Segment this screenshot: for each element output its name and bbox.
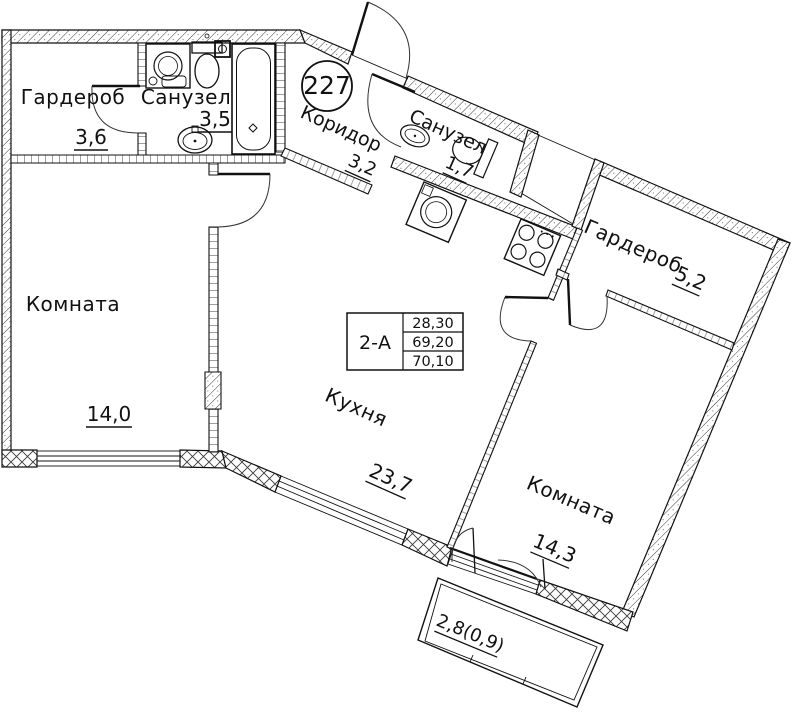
area-total: 69,20 bbox=[412, 335, 454, 351]
label-room-left: Комната 14,0 bbox=[26, 292, 132, 428]
wall-bottom-left-b bbox=[179, 449, 227, 469]
balcony-door-block bbox=[447, 546, 541, 595]
partition-wardrobe-bath-b bbox=[137, 132, 147, 156]
svg-text:Санузел: Санузел bbox=[141, 85, 231, 109]
wall-entry-left bbox=[298, 28, 353, 65]
door-balcony bbox=[451, 527, 546, 590]
balcony bbox=[417, 577, 604, 708]
bathroom-small-fixtures bbox=[400, 124, 499, 179]
wall-top bbox=[1, 29, 306, 44]
door-bath-small bbox=[367, 72, 416, 148]
doors bbox=[91, 1, 608, 590]
fixtures bbox=[145, 33, 562, 277]
svg-text:14,0: 14,0 bbox=[87, 402, 132, 426]
pilaster bbox=[204, 371, 222, 410]
partition-wardrobe-room-b bbox=[605, 289, 735, 351]
window-kitchen bbox=[274, 475, 409, 546]
svg-text:3,6: 3,6 bbox=[75, 125, 107, 149]
window-room-left bbox=[36, 450, 181, 467]
label-wardrobe-top: Гардероб 3,6 bbox=[21, 85, 126, 151]
washing-machine-2 bbox=[405, 181, 468, 244]
partitions bbox=[10, 42, 735, 551]
partition-corridor-bottom bbox=[280, 147, 373, 195]
sink bbox=[177, 125, 213, 154]
unit-type: 2-А bbox=[359, 332, 391, 354]
area-living: 28,30 bbox=[412, 316, 454, 332]
label-bathroom-big: Санузел 3,5 bbox=[141, 85, 232, 133]
wall-bottom-left-a bbox=[1, 449, 38, 468]
partition-room-kitchen-b bbox=[208, 226, 219, 453]
partition-room-kitchen-a bbox=[208, 162, 219, 176]
svg-text:3,5: 3,5 bbox=[199, 107, 231, 131]
sink-small bbox=[400, 124, 430, 148]
svg-text:Гардероб: Гардероб bbox=[21, 85, 126, 109]
partition-top-block-bottom bbox=[10, 154, 286, 164]
entrance-threshold bbox=[351, 54, 409, 80]
partition-corridor-left bbox=[275, 42, 286, 153]
boiler bbox=[214, 40, 231, 58]
stove bbox=[503, 218, 562, 277]
wall-bath-small-right bbox=[509, 129, 540, 198]
washing-machine bbox=[145, 43, 191, 89]
partition-wardrobe-bath-a bbox=[137, 42, 147, 87]
door-wardrobe-bath bbox=[91, 84, 140, 134]
apartment-number-badge: 227 bbox=[301, 60, 353, 112]
outer-walls bbox=[1, 28, 791, 632]
svg-text:Комната: Комната bbox=[26, 292, 120, 316]
areas-table: 2-А 28,30 69,20 70,10 bbox=[346, 312, 464, 371]
door-entrance bbox=[350, 1, 411, 79]
door-room-left-kitchen bbox=[217, 172, 271, 228]
wall-left bbox=[1, 29, 12, 456]
door-wardrobe-right bbox=[566, 278, 608, 330]
area-total-balcony: 70,10 bbox=[412, 354, 454, 370]
toilet bbox=[191, 33, 223, 89]
bathtub bbox=[231, 43, 276, 155]
apartment-number: 227 bbox=[303, 71, 351, 100]
windows bbox=[36, 54, 541, 595]
door-kitchen-room-right bbox=[499, 295, 549, 342]
